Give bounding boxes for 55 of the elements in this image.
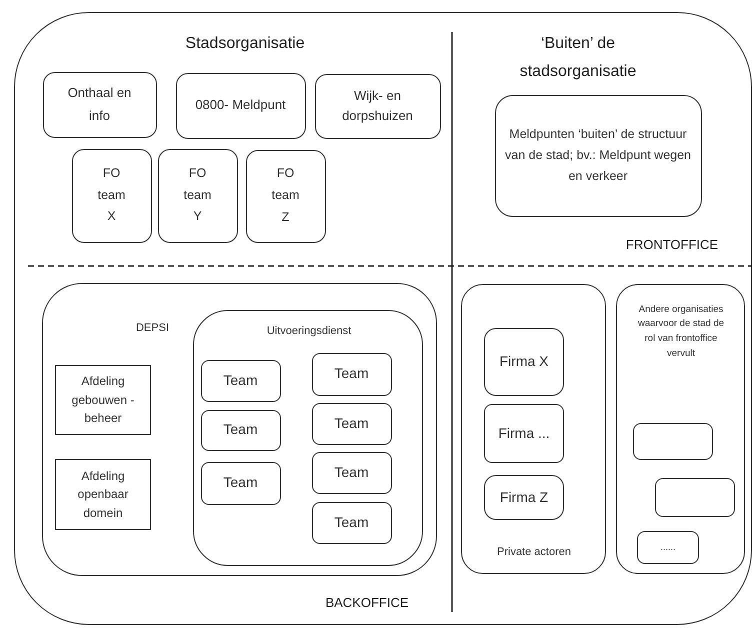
node-label: 0800- Meldpunt: [194, 96, 287, 114]
process-box: [176, 72, 306, 138]
team-box: [200, 360, 280, 402]
node-label: FO team Y: [182, 164, 212, 226]
service-box: [193, 310, 423, 566]
team-box: [246, 150, 326, 242]
node-label: Andere organisaties waarvoor de stad de rol van frontoffice vervult: [636, 302, 726, 361]
process-box: [42, 72, 156, 138]
team-box: [312, 352, 392, 396]
department-box: [55, 459, 151, 530]
placeholder-box: [637, 531, 699, 564]
node-label: ......: [659, 540, 676, 554]
node-label: Meldpunten ‘buiten’ de structuur van de stad; bv.: Meldpunt wegen en verkeer: [504, 126, 692, 186]
node-label: FO team Z: [270, 165, 300, 226]
team-box: [158, 148, 238, 242]
node-label: Team: [333, 364, 370, 384]
actor-group-box: [460, 284, 606, 574]
node-label: Firma X: [498, 352, 550, 372]
organisation-group-box: [616, 284, 744, 574]
outer-frame: [14, 12, 752, 625]
organisation-box: [655, 478, 735, 517]
node-label: Team: [222, 370, 259, 390]
node-label: Wijk- en dorpshuizen: [341, 86, 414, 125]
node-label: Firma Z: [498, 488, 550, 507]
team-box: [312, 452, 392, 494]
node-label: Uitvoeringsdienst: [266, 324, 352, 339]
node-label: Onthaal en info: [66, 84, 132, 124]
process-box: [494, 94, 702, 216]
node-label: FO team X: [96, 164, 126, 226]
node-label: Team: [333, 414, 370, 433]
team-box: [312, 502, 392, 544]
node-label: Team: [222, 473, 259, 492]
company-box: [484, 328, 564, 396]
team-box: [72, 148, 152, 242]
node-label: Afdeling openbaar domein: [76, 468, 130, 522]
team-box: [312, 402, 392, 444]
section-heading: Stadsorganisatie: [184, 34, 306, 54]
department-box: [42, 282, 436, 576]
zone-label: FRONTOFFICE: [624, 236, 720, 254]
node-label: Team: [333, 512, 370, 532]
node-label: Firma ...: [497, 424, 551, 443]
node-label: Team: [222, 420, 259, 440]
zone-label: BACKOFFICE: [324, 594, 410, 612]
team-box: [200, 410, 280, 450]
node-label: Private actoren: [496, 544, 572, 560]
company-box: [484, 404, 564, 463]
organisation-box: [633, 423, 713, 460]
department-box: [55, 365, 151, 435]
company-box: [484, 475, 564, 520]
node-label: Afdeling gebouwen -beheer: [70, 373, 136, 428]
process-box: [314, 74, 440, 138]
node-label: Team: [333, 462, 370, 482]
node-label: DEPSI: [134, 320, 170, 336]
team-box: [200, 462, 280, 504]
section-heading: ‘Buiten’ de stadsorganisatie: [518, 34, 638, 82]
